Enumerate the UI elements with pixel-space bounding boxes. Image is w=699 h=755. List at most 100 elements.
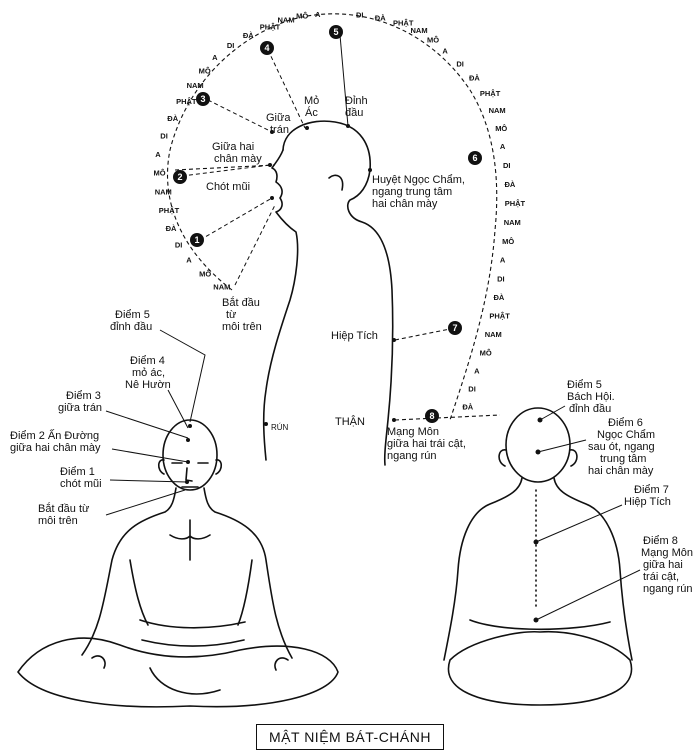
chant-word: A [186,256,192,265]
chant-word: A [474,367,480,376]
chant-word: MÔ [480,348,492,357]
back-diem7-2: Hiệp Tích [624,496,671,508]
back-diem5-3: đỉnh đầu [569,403,611,415]
marker-6-number: 6 [472,153,477,163]
chant-word: DI [468,385,476,394]
chant-word: MÔ [199,67,211,76]
label-mang-mon-1: Mạng Môn [387,426,439,438]
chant-word: NAM [485,330,502,339]
front-labels: Điểm 5 đỉnh đầu Điểm 4 mỏ ác, Nê Hườn Đi… [10,309,205,527]
chant-word: NAM [213,282,230,291]
front-diem5-2: đỉnh đầu [110,321,152,333]
chant-word: ĐÀ [166,224,177,233]
label-mo-ac-2: Ác [305,106,318,119]
chant-word: A [442,47,448,56]
chant-word: A [500,142,506,151]
diagram-title: MẬT NIỆM BÁT-CHÁNH [256,724,444,750]
label-run: RÚN [271,423,289,432]
label-huyet-3: hai chân mày [372,198,438,210]
marker-4-number: 4 [264,43,269,53]
front-diem2-1: Điểm 2 Ấn Đường [10,429,99,442]
back-diem6-3: sau ót, ngang [588,441,655,453]
chant-word: NAM [187,81,204,90]
back-diem8-5: ngang rún [643,583,693,595]
chant-word: MÔ [199,270,211,279]
front-diem1-1: Điểm 1 [60,466,95,478]
marker-2-number: 2 [177,172,182,182]
label-bat-dau-3: môi trên [222,321,262,333]
chant-word: PHẬT [159,206,180,215]
chant-word: MÔ [296,12,308,21]
profile-points [264,124,396,426]
front-bat-dau-1: Bắt đầu từ [38,502,90,515]
front-diem2-2: giữa hai chân mày [10,442,101,454]
front-diem1-2: chót mũi [60,478,102,490]
label-bat-dau-1: Bắt đầu [222,296,260,309]
back-diem6-1: Điểm 6 [608,417,643,429]
chant-word: MÔ [495,124,507,133]
side-profile-figure [264,121,393,465]
front-seated-figure [18,420,338,707]
front-diem3-1: Điểm 3 [66,390,101,402]
back-diem8-1: Điểm 8 [643,535,678,547]
label-than: THẬN [335,415,365,428]
label-mang-mon-3: ngang rún [387,450,437,462]
chant-word: NAM [504,218,521,227]
chant-word: MÔ [154,169,166,178]
chant-word: ĐÀ [505,180,516,189]
chant-word: PHẬT [489,312,510,321]
chant-word: NAM [489,106,506,115]
label-dinh-dau-2: đầu [345,107,363,119]
chant-word: DI [497,275,505,284]
chant-word: MÔ [502,237,514,246]
back-diem6-2: Ngọc Chẩm [597,429,655,441]
marker-8-number: 8 [429,411,434,421]
chant-word: NAM [411,26,428,35]
chant-word: ĐÀ [375,13,386,22]
front-diem4-3: Nê Hườn [125,379,171,391]
chant-word: A [315,10,321,19]
chant-word: PHẬT [505,199,526,208]
label-giua-tran-2: trán [270,124,289,136]
chant-word: A [212,53,218,62]
chant-word: DI [356,11,364,20]
chant-word: A [500,256,506,265]
label-huyet-2: ngang trung tâm [372,186,452,198]
chant-word: PHẬT [480,89,501,98]
back-diem8-2: Mạng Môn [641,547,693,559]
side-labels: Giữa trán Mỏ Ác Đỉnh đầu Giữa hai chân m… [206,95,466,462]
label-giua-hai-chan-may-1: Giữa hai [212,141,254,153]
back-diem8-4: trái cật, [643,571,679,583]
label-giua-hai-chan-may-2: chân mày [214,153,262,165]
label-giua-tran-1: Giữa [266,112,291,124]
chant-word: A [155,150,161,159]
chant-word: DI [456,59,464,68]
chant-word: ĐÀ [469,74,480,83]
marker-5-number: 5 [333,27,338,37]
chant-word: DI [160,132,168,141]
marker-7-number: 7 [452,323,457,333]
chant-word: ĐÀ [167,114,178,123]
arc-point-markers: 1 2 3 4 5 6 7 8 [173,25,482,423]
chant-word: DI [503,161,511,170]
front-bat-dau-2: môi trên [38,515,78,527]
chant-word: ĐÀ [462,403,473,412]
front-diem4-1: Điểm 4 [130,355,165,367]
label-huyet-1: Huyệt Ngọc Chẩm, [372,174,465,186]
chant-word: ĐÀ [243,31,254,40]
back-diem5-2: Bách Hội. [567,391,615,403]
back-diem6-4: trung tâm [600,453,646,465]
label-dinh-dau-1: Đỉnh [345,95,368,107]
dashed-arcs [168,14,500,420]
label-hiep-tich: Hiệp Tích [331,330,378,342]
chant-word: MÔ [427,35,439,44]
back-diem7-1: Điểm 7 [634,484,669,496]
marker-1-number: 1 [194,235,199,245]
chant-word: ĐÀ [494,293,505,302]
label-mo-ac-1: Mỏ [304,95,319,107]
front-diem3-2: giữa trán [58,402,102,414]
back-diem8-3: giữa hai [643,559,683,571]
marker-3-number: 3 [200,94,205,104]
